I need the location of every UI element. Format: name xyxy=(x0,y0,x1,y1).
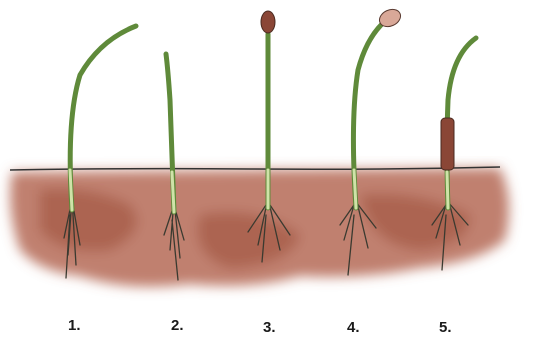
seedling-3-number: 3. xyxy=(263,319,276,336)
seedling-1-stem-base xyxy=(70,170,72,210)
seedling-4-number: 4. xyxy=(347,319,360,336)
seedling-1-number: 1. xyxy=(68,317,81,334)
seedling-5-stem-base xyxy=(447,172,448,208)
seedling-4-stem-base xyxy=(354,170,356,208)
soil-area xyxy=(10,168,509,287)
seedling-5-seed-coat-sheath xyxy=(441,118,454,170)
seedling-2-stem-base xyxy=(172,172,174,212)
seedling-3-seed-coat xyxy=(261,11,275,33)
seedling-2-number: 2. xyxy=(171,317,184,334)
seedling-5-number: 5. xyxy=(439,319,452,336)
